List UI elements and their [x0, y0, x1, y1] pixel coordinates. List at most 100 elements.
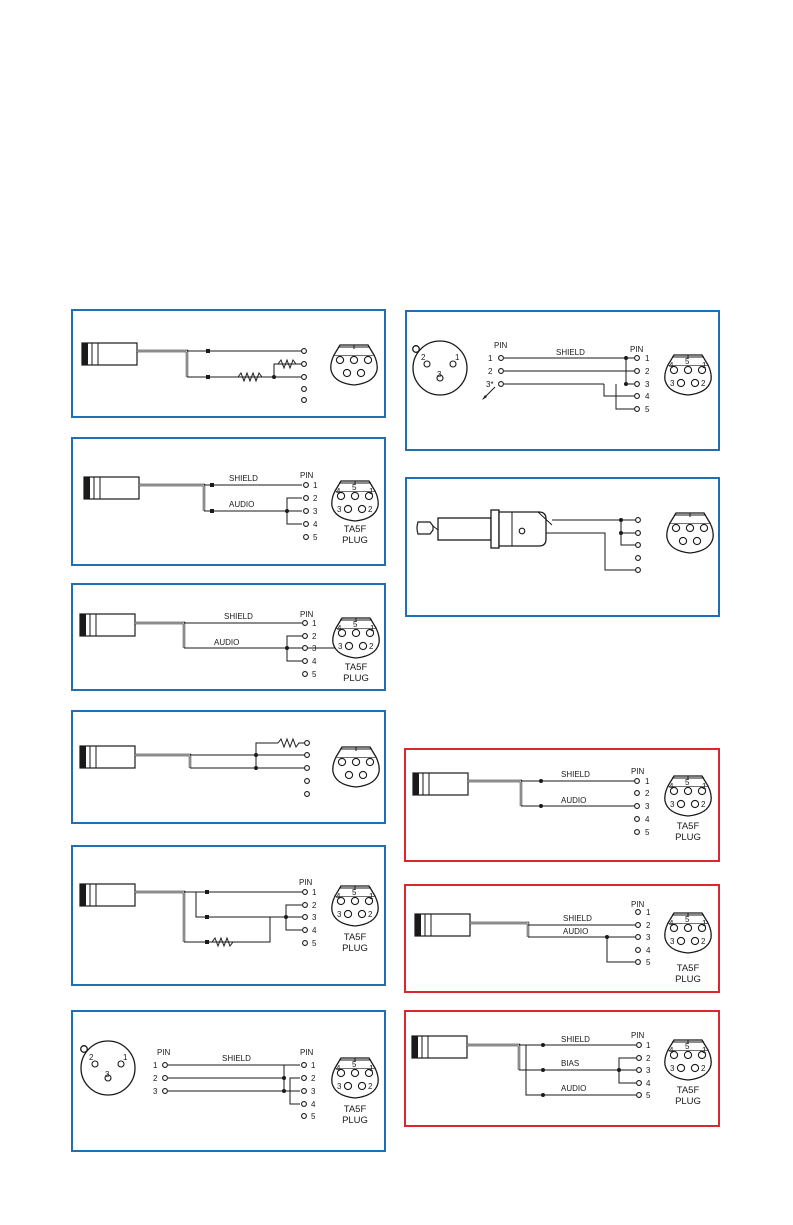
- ta5f-connector-icon: 4 5 1 3 2: [332, 617, 380, 659]
- pin-number: 2: [368, 1082, 373, 1091]
- diagram-r4: SHIELD AUDIO PIN 1 2 3 4 5 4 5 1 3 2 TA5…: [404, 884, 720, 993]
- pin-number: 2: [421, 353, 426, 362]
- pin-number: 5: [646, 958, 651, 967]
- audio-label: AUDIO: [214, 638, 239, 647]
- ta5f-label: TA5F: [344, 932, 367, 943]
- xlr-connector-icon: 2 1 3: [412, 340, 468, 396]
- frame-red: [404, 1010, 720, 1127]
- pin-number: 5: [685, 1042, 690, 1051]
- pin-number: 4: [669, 919, 674, 928]
- pin-number: 4: [313, 520, 318, 529]
- pin-header: PIN: [631, 900, 645, 909]
- pin-number: 5: [313, 533, 318, 542]
- pin-header: PIN: [300, 1048, 314, 1057]
- shield-label: SHIELD: [222, 1054, 251, 1063]
- pin-number: 3: [338, 642, 343, 651]
- pin-number: 3: [337, 505, 342, 514]
- pin-number: 1: [455, 353, 460, 362]
- pin-number: 1: [702, 919, 707, 928]
- diagram-l2: SHIELD AUDIO PIN 1 2 3 4 5 4 5 1 3 2 TA5…: [71, 437, 386, 566]
- pin-number: 3: [670, 937, 675, 946]
- pin-number: 2: [701, 937, 706, 946]
- lavalier-mic-icon: [79, 613, 136, 637]
- pin-number: 3: [313, 507, 318, 516]
- bias-label: BIAS: [561, 1059, 579, 1068]
- lavalier-mic-icon: [412, 772, 469, 796]
- pin-header: PIN: [630, 345, 644, 354]
- pin-number: 1: [312, 619, 317, 628]
- pin-number: 1: [369, 487, 374, 496]
- pin-number: 5: [645, 828, 650, 837]
- pin-number: 1: [488, 354, 493, 363]
- pin-number: 5: [645, 405, 650, 414]
- pin-number: 2: [311, 1074, 316, 1083]
- pin-number: 4: [645, 815, 650, 824]
- pin-header: PIN: [299, 878, 313, 887]
- pin-header: PIN: [157, 1048, 171, 1057]
- pin-number: 2: [312, 632, 317, 641]
- lavalier-mic-icon: [79, 883, 136, 907]
- ta5f-connector-icon: 4 5 1 3 2: [664, 775, 712, 817]
- pin-number: 1: [645, 777, 650, 786]
- pin-number: 2: [488, 367, 493, 376]
- pin-number: 2: [313, 494, 318, 503]
- lavalier-mic-icon: [79, 745, 136, 769]
- pin-number: 1: [369, 1064, 374, 1073]
- shield-label: SHIELD: [561, 770, 590, 779]
- pin-number: 2: [645, 367, 650, 376]
- pin-number: 2: [368, 910, 373, 919]
- pin-number: 5: [685, 357, 690, 366]
- shield-label: SHIELD: [229, 474, 258, 483]
- ta5f-label: TA5F: [344, 1104, 367, 1115]
- ta5f-connector-icon: 4 5 1 3 2: [331, 480, 379, 522]
- frame-blue: [71, 1010, 386, 1152]
- pin-number: 3*: [486, 380, 494, 389]
- pin-number: 3: [646, 933, 651, 942]
- diagram-r3: SHIELD AUDIO PIN 1 2 3 4 5 4 5 1 3 2 TA5…: [404, 748, 720, 862]
- pin-number: 5: [685, 915, 690, 924]
- pin-number: 5: [312, 939, 317, 948]
- pin-number: 1: [645, 354, 650, 363]
- pin-number: 3: [437, 370, 442, 379]
- pin-number: 1: [702, 361, 707, 370]
- shield-label: SHIELD: [224, 612, 253, 621]
- diagram-l4: [71, 710, 386, 824]
- pin-number: 3: [670, 379, 675, 388]
- trs-plug-icon: [416, 509, 547, 549]
- pin-header: PIN: [631, 1031, 645, 1040]
- frame-red: [404, 748, 720, 862]
- ta5f-label: TA5F: [345, 662, 368, 673]
- pin-number: 5: [353, 620, 358, 629]
- pin-header: PIN: [300, 471, 314, 480]
- plug-label: PLUG: [342, 1115, 368, 1126]
- pin-number: 4: [312, 926, 317, 935]
- pin-number: 2: [701, 379, 706, 388]
- pin-number: 5: [646, 1091, 651, 1100]
- shield-label: SHIELD: [556, 348, 585, 357]
- pin-number: 2: [701, 1064, 706, 1073]
- pin-number: 2: [153, 1074, 158, 1083]
- pin-number: 4: [646, 1079, 651, 1088]
- pin-number: 4: [669, 1046, 674, 1055]
- audio-label: AUDIO: [229, 500, 254, 509]
- pin-number: 1: [646, 1041, 651, 1050]
- diagram-l3: SHIELD AUDIO PIN 1 2 3 4 5 4 5 1 3 2 TA5…: [71, 583, 386, 691]
- ta5f-connector-icon: 4 5 1 3 2: [331, 885, 379, 927]
- pin-number: 4: [336, 1064, 341, 1073]
- frame-blue: [71, 710, 386, 824]
- plug-label: PLUG: [342, 535, 368, 546]
- lavalier-mic-icon: [83, 476, 140, 500]
- lavalier-mic-icon: [411, 1035, 468, 1059]
- pin-number: 4: [336, 487, 341, 496]
- plug-label: PLUG: [675, 974, 701, 985]
- frame-blue: [71, 845, 386, 986]
- pin-number: 3: [311, 1087, 316, 1096]
- pin-number: 3: [153, 1087, 158, 1096]
- pin-number: 3: [670, 800, 675, 809]
- pin-number: 3: [312, 644, 317, 653]
- diagram-r5: SHIELD BIAS AUDIO PIN 1 2 3 4 5 4 5 1 3 …: [404, 1010, 720, 1127]
- ta5f-label: TA5F: [677, 821, 700, 832]
- pin-number: 1: [702, 782, 707, 791]
- pin-header: PIN: [494, 341, 508, 350]
- diagram-l1: [71, 309, 386, 418]
